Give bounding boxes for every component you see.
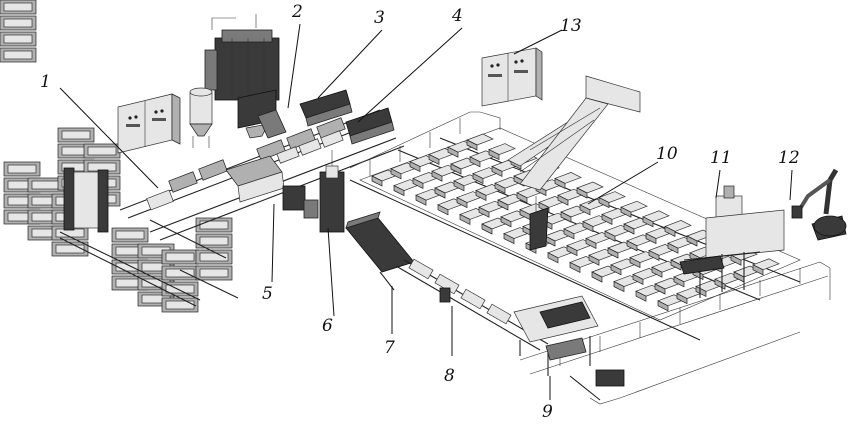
mold-cell-side (456, 197, 468, 209)
callout-9: 9 (542, 402, 553, 422)
mold-cell-side (598, 197, 610, 209)
control-cabinet-left (117, 93, 181, 154)
mold-cell-side (569, 261, 581, 273)
callout-1: 1 (40, 72, 51, 92)
mold-cell-side (500, 216, 512, 228)
callout-8: 8 (444, 366, 455, 386)
mold-cell-side (431, 170, 443, 182)
mold-cell-side (371, 175, 383, 187)
mold-cell-side (434, 187, 446, 199)
mold-cell-side (601, 213, 613, 225)
mold-cell-side (686, 235, 698, 247)
mold-cell-side (488, 149, 500, 161)
mold-cell-side (695, 285, 707, 297)
callout-12: 12 (778, 148, 800, 168)
mold-cell-side (635, 290, 647, 302)
control-cabinet-right (481, 47, 543, 107)
mold-cell-side (428, 153, 440, 165)
mold-cell-side (563, 228, 575, 240)
mold-cell-side (566, 245, 578, 257)
mold-cell-side (673, 276, 685, 288)
mold-cell-side (629, 257, 641, 269)
mold-cell-side (667, 242, 679, 254)
mold-cell-side (730, 254, 742, 266)
mold-cell-side (437, 204, 449, 216)
mold-cell-side (415, 194, 427, 206)
mold-cell-side (585, 237, 597, 249)
mold-cell-side (582, 221, 594, 233)
mold-cell-side (450, 163, 462, 175)
callout-13: 13 (560, 16, 582, 36)
mold-cell-side (610, 264, 622, 276)
transfer-and-cooling-tunnel (225, 150, 549, 351)
upper-conveyor-line (119, 89, 405, 241)
mold-cell-side (623, 223, 635, 235)
mold-cell-side (390, 168, 402, 180)
casting-sorting-station (679, 185, 785, 298)
mold-cell-side (651, 266, 663, 278)
mold-cell-side (591, 271, 603, 283)
mold-cell-side (657, 300, 669, 312)
mold-cell-side (604, 230, 616, 242)
mold-cell-side (560, 211, 572, 223)
mold-cell-side (481, 223, 493, 235)
pouring-station (513, 295, 625, 401)
mold-cell-side (576, 187, 588, 199)
mold-cell-side (497, 199, 509, 211)
callout-10: 10 (656, 144, 678, 164)
callout-6: 6 (322, 316, 333, 336)
callout-3: 3 (374, 8, 385, 28)
callout-7: 7 (384, 338, 395, 358)
mold-cell-side (670, 259, 682, 271)
mold-cell-side (613, 281, 625, 293)
mold-cell-side (494, 182, 506, 194)
mold-cell-side (491, 165, 503, 177)
mold-cell-side (466, 139, 478, 151)
mold-cell-side (409, 161, 421, 173)
mold-cell-side (607, 247, 619, 259)
mold-cell-side (478, 206, 490, 218)
mold-cell-side (547, 252, 559, 264)
mold-cell-side (503, 233, 515, 245)
mold-cell-side (648, 249, 660, 261)
mold-cell-side (664, 225, 676, 237)
mold-cell-side (579, 204, 591, 216)
mold-cell-side (620, 206, 632, 218)
mold-cell-side (469, 156, 481, 168)
mold-cell-side (472, 173, 484, 185)
callout-11: 11 (710, 148, 732, 168)
handling-robot (791, 168, 847, 241)
overhead-gantry (507, 75, 641, 251)
mold-cell-side (447, 146, 459, 158)
mold-cell-side (475, 189, 487, 201)
mold-cell-side (752, 264, 764, 276)
safety-fence (349, 111, 831, 405)
mold-cell-side (412, 177, 424, 189)
mold-cell-side (645, 233, 657, 245)
mold-cell-side (654, 283, 666, 295)
mold-cell-side (626, 240, 638, 252)
mold-cell-side (676, 293, 688, 305)
mold-cell-side (557, 194, 569, 206)
mold-cell-side (642, 216, 654, 228)
mold-cell-side (393, 185, 405, 197)
mold-cell-side (459, 213, 471, 225)
mold-cell-side (516, 192, 528, 204)
mold-cell-side (554, 177, 566, 189)
leader-lines (59, 23, 793, 400)
callout-2: 2 (292, 2, 303, 22)
callout-4: 4 (452, 6, 463, 26)
mold-cell-side (453, 180, 465, 192)
mold-cell-side (588, 254, 600, 266)
mold-cell-side (632, 273, 644, 285)
callout-5: 5 (262, 284, 273, 304)
mold-storage-racks (0, 0, 239, 313)
